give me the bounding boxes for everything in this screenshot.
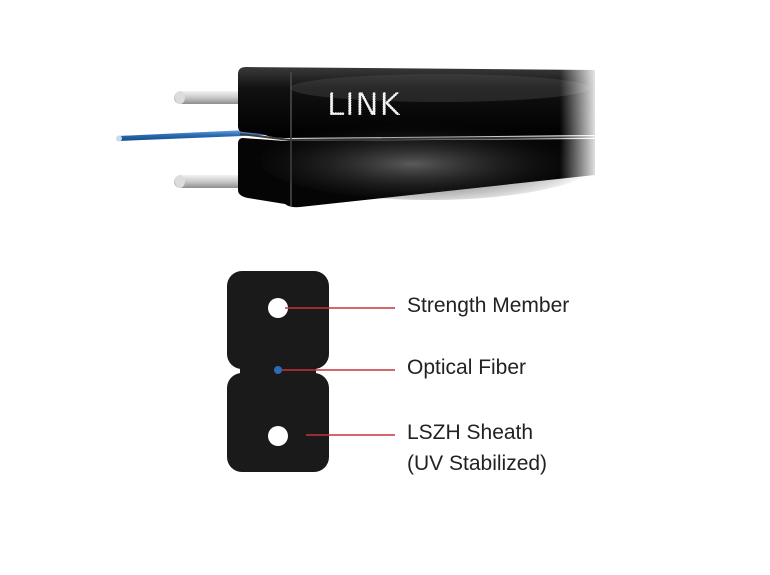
label-strength-member: Strength Member [407, 294, 570, 317]
fiber-core [274, 366, 282, 374]
neck-notch-left [227, 367, 231, 375]
bottom-rod-end [175, 175, 185, 188]
lower-strength-member [268, 426, 288, 446]
cable-render: LINK [116, 60, 600, 220]
cross-section [227, 271, 329, 472]
jacket-sheen-top [290, 74, 590, 102]
leader-lines [282, 307, 395, 436]
label-sheath: LSZH Sheath [407, 421, 534, 444]
brand-print: LINK [327, 87, 401, 123]
label-sheath-note: (UV Stabilized) [407, 452, 548, 475]
fiber-strand [118, 129, 268, 141]
top-rod-end [175, 91, 185, 104]
jacket-upper [238, 67, 595, 138]
upper-sheath [227, 271, 329, 369]
neck-notch-right [325, 367, 329, 375]
fiber-end [116, 135, 122, 142]
label-optical-fiber: Optical Fiber [407, 356, 527, 379]
lower-sheath [227, 373, 329, 472]
jacket-sheen [260, 120, 600, 200]
fade-edge [560, 60, 600, 220]
upper-strength-member [268, 298, 288, 318]
